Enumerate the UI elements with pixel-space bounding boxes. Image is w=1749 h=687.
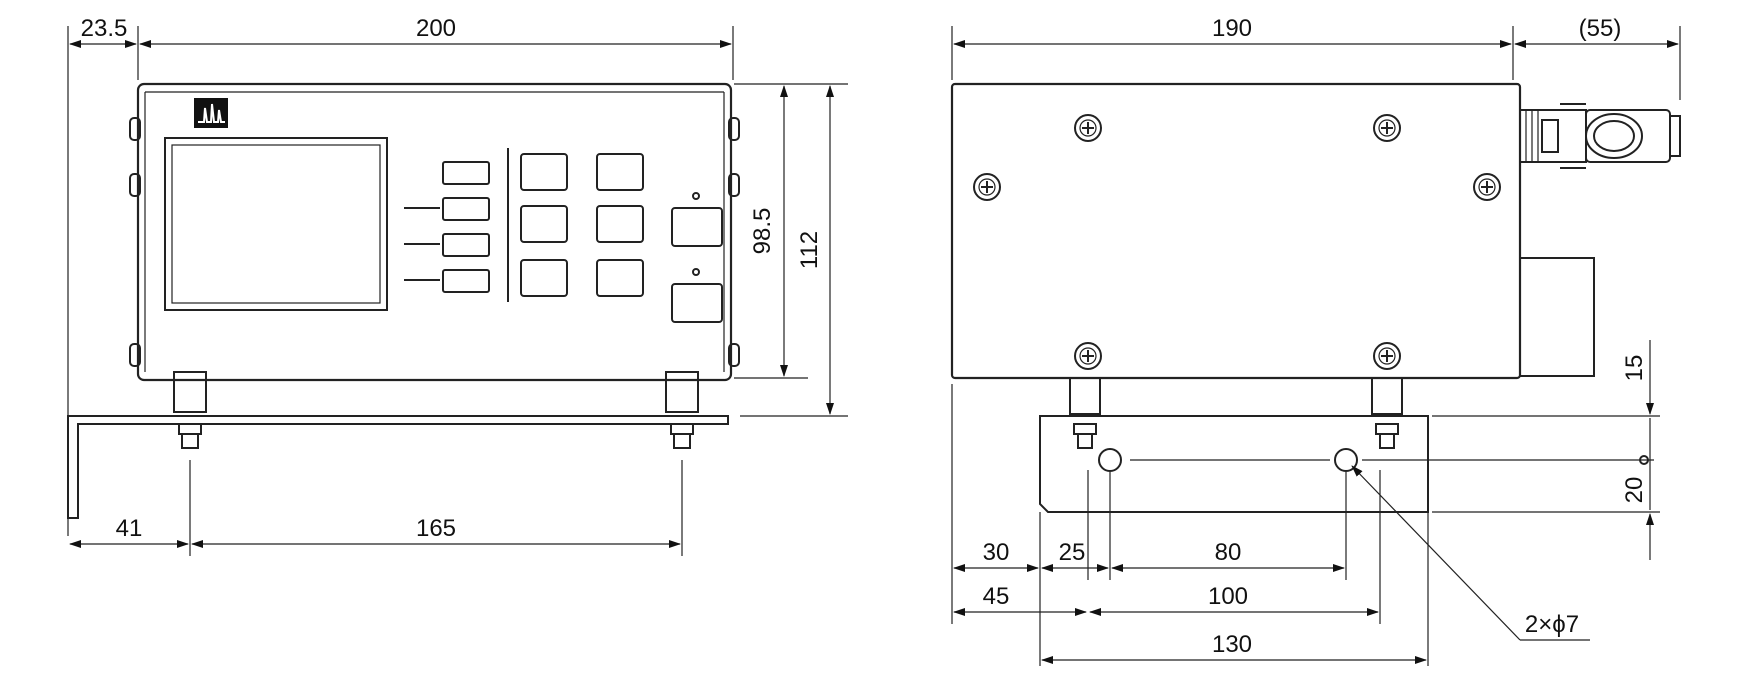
dim-45: 45 xyxy=(983,583,1010,610)
side-base-plate xyxy=(1039,415,1429,513)
soft-key-2 xyxy=(442,197,490,221)
key xyxy=(596,259,644,297)
dim-length: 190 xyxy=(1212,15,1252,42)
soft-key-4 xyxy=(442,269,490,293)
base-bracket xyxy=(67,415,729,519)
dim-connector: (55) xyxy=(1579,15,1622,42)
key xyxy=(520,205,568,243)
mounting-hole xyxy=(1098,448,1122,472)
dim-base-height: 15 xyxy=(1621,355,1648,382)
lcd-screen xyxy=(171,144,381,304)
housing-body xyxy=(136,82,733,382)
dim-80: 80 xyxy=(1215,539,1242,566)
dim-25: 25 xyxy=(1059,539,1086,566)
dim-holes: 2×ϕ7 xyxy=(1525,611,1579,638)
keypad xyxy=(520,153,723,323)
front-view: 23.5 200 98.5 112 41 165 xyxy=(67,15,848,556)
screw-icon xyxy=(1373,342,1401,370)
screw-icon xyxy=(1074,342,1102,370)
dim-base-span: 165 xyxy=(416,515,456,542)
side-latches xyxy=(129,117,740,367)
key-large-lower xyxy=(671,283,723,323)
dim-100: 100 xyxy=(1208,583,1248,610)
soft-key-1 xyxy=(442,161,490,185)
dim-height-body: 98.5 xyxy=(749,208,776,255)
screw-icon xyxy=(1373,114,1401,142)
mounting-hole xyxy=(1334,448,1358,472)
screw-icon xyxy=(1074,114,1102,142)
front-dimension-lines xyxy=(69,40,834,548)
front-extension-lines xyxy=(67,26,848,556)
soft-key-3 xyxy=(442,233,490,257)
side-dimension-lines xyxy=(953,40,1679,664)
connector-icon xyxy=(1519,103,1681,169)
dim-130: 130 xyxy=(1212,631,1252,658)
lcd-screen-frame xyxy=(164,137,388,311)
screws xyxy=(973,114,1501,370)
key xyxy=(596,153,644,191)
key xyxy=(520,259,568,297)
dim-30: 30 xyxy=(983,539,1010,566)
feet xyxy=(173,371,699,449)
screw-icon xyxy=(973,173,1001,201)
side-view: 190 (55) 15 20 30 25 80 45 100 130 2×ϕ7 xyxy=(950,15,1681,666)
side-extension-lines xyxy=(951,26,1681,666)
soft-keys xyxy=(404,161,490,293)
rear-block xyxy=(1519,257,1595,377)
key-large-upper xyxy=(671,207,723,247)
dim-offset-top: 23.5 xyxy=(81,15,128,42)
dim-height-total: 112 xyxy=(796,231,823,269)
key xyxy=(596,205,644,243)
side-feet xyxy=(1069,377,1403,449)
key xyxy=(520,153,568,191)
logo-icon xyxy=(194,98,228,128)
side-housing xyxy=(950,82,1522,380)
dim-width: 200 xyxy=(416,15,456,42)
dim-base-left: 41 xyxy=(116,515,143,542)
dim-hole-height: 20 xyxy=(1621,477,1648,504)
screw-icon xyxy=(1473,173,1501,201)
